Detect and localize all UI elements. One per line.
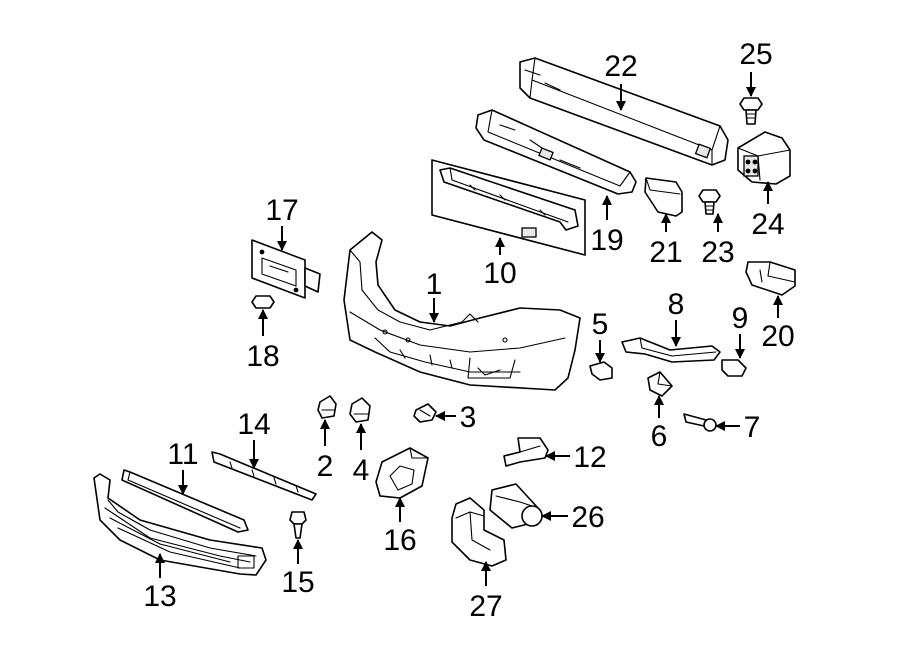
callout-6: 6 bbox=[651, 420, 668, 453]
part-15-screw bbox=[289, 511, 307, 539]
part-4-clip bbox=[349, 397, 371, 423]
callout-16: 16 bbox=[383, 524, 416, 557]
part-20-side-bracket bbox=[745, 261, 796, 296]
callout-18: 18 bbox=[246, 340, 279, 373]
part-18-bolt bbox=[251, 295, 275, 309]
part-26-sensor bbox=[489, 483, 543, 529]
part-2-clip bbox=[317, 395, 337, 419]
callout-17: 17 bbox=[265, 194, 298, 227]
callout-21: 21 bbox=[649, 236, 682, 269]
callout-10: 10 bbox=[483, 257, 516, 290]
part-1-bumper-cover bbox=[343, 231, 581, 391]
callout-12: 12 bbox=[573, 441, 606, 474]
part-25-bolt bbox=[739, 97, 763, 125]
callout-20: 20 bbox=[761, 320, 794, 353]
part-22-reinforcement-beam bbox=[519, 57, 729, 166]
callout-22: 22 bbox=[604, 50, 637, 83]
part-16-fog-cover bbox=[375, 447, 429, 499]
callout-15: 15 bbox=[281, 566, 314, 599]
callout-27: 27 bbox=[469, 590, 502, 623]
part-5-bolt bbox=[589, 361, 613, 381]
callout-1: 1 bbox=[426, 268, 443, 301]
part-14-molding-strip bbox=[211, 451, 317, 501]
part-7-push-pin bbox=[683, 413, 717, 432]
callout-23: 23 bbox=[701, 236, 734, 269]
callout-26: 26 bbox=[571, 501, 604, 534]
part-21-bracket bbox=[644, 177, 683, 217]
part-12-bracket bbox=[503, 437, 549, 467]
callout-13: 13 bbox=[143, 580, 176, 613]
part-11-grille-molding bbox=[121, 469, 249, 533]
callout-2: 2 bbox=[317, 450, 334, 483]
callout-5: 5 bbox=[592, 308, 609, 341]
part-9-bolt bbox=[721, 359, 747, 377]
callout-19: 19 bbox=[590, 224, 623, 257]
callout-8: 8 bbox=[668, 288, 685, 321]
part-8-side-rail bbox=[621, 337, 721, 363]
callout-14: 14 bbox=[237, 408, 270, 441]
callout-numbers: 1 2 3 4 5 6 7 8 9 10 11 12 13 14 15 16 1… bbox=[143, 38, 794, 623]
leader-arrows bbox=[155, 72, 783, 586]
callout-9: 9 bbox=[732, 302, 749, 335]
part-17-license-bracket bbox=[251, 239, 321, 299]
callout-11: 11 bbox=[167, 438, 198, 471]
part-13-lower-grille bbox=[93, 473, 267, 576]
callout-7: 7 bbox=[744, 411, 761, 444]
part-6-clip bbox=[647, 371, 673, 397]
part-27-lower-bracket bbox=[451, 497, 507, 567]
part-10-bracket-box bbox=[431, 159, 586, 256]
part-24-mounting-bracket bbox=[737, 131, 791, 185]
part-19-energy-absorber bbox=[475, 109, 637, 195]
part-23-bolt bbox=[698, 189, 721, 215]
callout-3: 3 bbox=[460, 401, 477, 434]
callout-24: 24 bbox=[751, 208, 784, 241]
callout-25: 25 bbox=[739, 38, 772, 71]
part-3-clip bbox=[413, 403, 437, 423]
callout-4: 4 bbox=[353, 454, 370, 487]
